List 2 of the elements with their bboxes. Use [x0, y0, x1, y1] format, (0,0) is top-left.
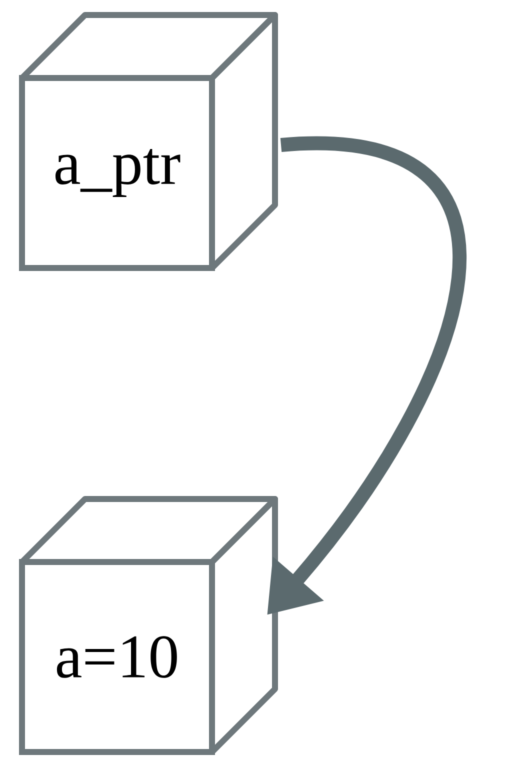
cube: a=10 — [19, 496, 278, 755]
cube: a_ptr — [19, 12, 278, 271]
